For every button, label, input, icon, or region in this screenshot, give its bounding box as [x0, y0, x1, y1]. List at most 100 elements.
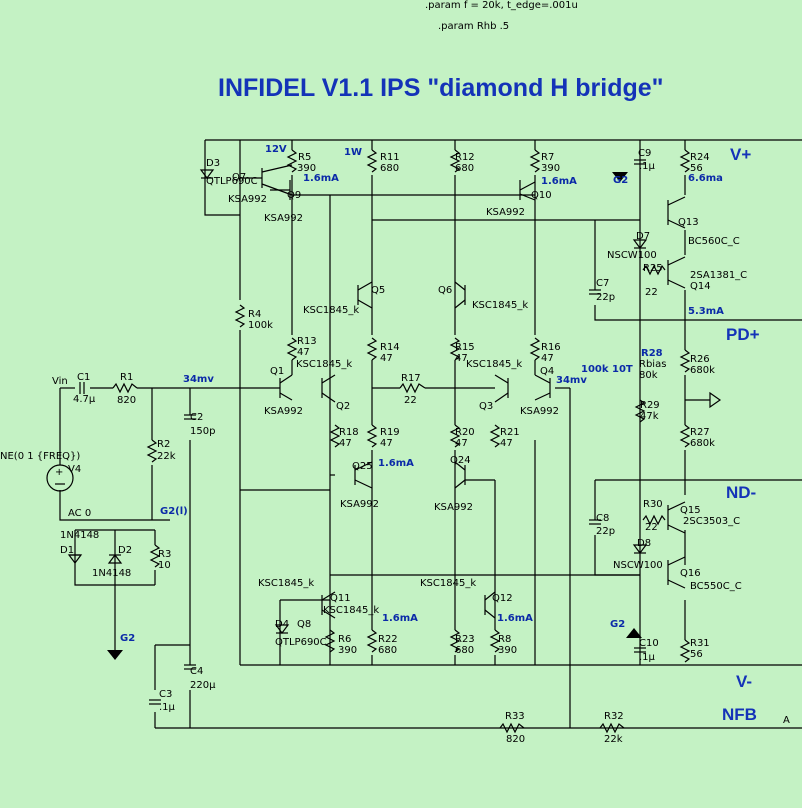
- r8-ref: R8: [498, 634, 511, 645]
- c10-value: .1µ: [639, 652, 656, 663]
- q5-ref: Q5: [371, 285, 385, 296]
- c1-value: 4.7µ: [73, 394, 96, 405]
- r20-value: 47: [455, 438, 468, 449]
- r30-value: 22: [645, 522, 658, 533]
- r11-ref: R11: [380, 152, 400, 163]
- c4-ref: C4: [190, 666, 203, 677]
- r15-value: 47: [455, 353, 468, 364]
- r27-value: 680k: [690, 438, 715, 449]
- q15-type: 2SC3503_C: [683, 516, 740, 527]
- r6-value: 390: [338, 645, 357, 656]
- r33-value: 820: [506, 734, 525, 745]
- r24-ref: R24: [690, 152, 710, 163]
- label-vin: Vin: [52, 376, 68, 387]
- q8-type: QTLP690C: [275, 637, 327, 648]
- c2-value: 150p: [190, 426, 215, 437]
- r18-value: 47: [339, 438, 352, 449]
- wires: [59, 139, 802, 729]
- r2-ref: R2: [157, 439, 170, 450]
- transistor-symbols: [240, 164, 686, 619]
- r8-value: 390: [498, 645, 517, 656]
- rail-vminus: V-: [736, 672, 752, 691]
- rail-pdplus: PD+: [726, 325, 760, 344]
- annotation-1-6ma-a: 1.6mA: [303, 173, 339, 184]
- q8-ref: Q8: [297, 619, 311, 630]
- r13-ref: R13: [297, 336, 317, 347]
- r7-value: 390: [541, 163, 560, 174]
- annotation-g2-b: G2: [613, 175, 628, 186]
- annotation-1-6ma-d: 1.6mA: [382, 613, 418, 624]
- r30-ref: R30: [643, 499, 663, 510]
- label-v4: V4: [68, 464, 81, 475]
- d2-type: 1N4148: [92, 568, 131, 579]
- q13-ref: Q13: [678, 217, 699, 228]
- q25-type: KSA992: [340, 499, 379, 510]
- r11-value: 680: [380, 163, 399, 174]
- ground-symbols: [107, 172, 642, 660]
- q9-ref: Q9: [287, 190, 301, 201]
- r32-ref: R32: [604, 711, 624, 722]
- r22-value: 680: [378, 645, 397, 656]
- r19-value: 47: [380, 438, 393, 449]
- r18-ref: R18: [339, 427, 359, 438]
- annotation-1-6ma-c: 1.6mA: [378, 458, 414, 469]
- q4-type: KSA992: [520, 406, 559, 417]
- q1-ref: Q1: [270, 366, 284, 377]
- d1-type: 1N4148: [60, 530, 99, 541]
- r28-value: 80k: [639, 370, 658, 381]
- r32-value: 22k: [604, 734, 623, 745]
- q11-type-b: KSC1845_k: [323, 605, 379, 616]
- r1-value: 820: [117, 395, 136, 406]
- annotation-g2l: G2(l): [160, 506, 188, 517]
- annotation-12v: 12V: [265, 144, 287, 155]
- r5-ref: R5: [298, 152, 311, 163]
- r23-ref: R23: [455, 634, 475, 645]
- q16-ref: Q16: [680, 568, 701, 579]
- annotation-34mv-b: 34mv: [556, 375, 587, 386]
- q6-type: KSC1845_k: [472, 300, 528, 311]
- q24-type: KSA992: [434, 502, 473, 513]
- q11-type-a: KSC1845_k: [258, 578, 314, 589]
- r4-ref: R4: [248, 309, 261, 320]
- c9-ref: C9: [638, 148, 651, 159]
- q6-ref: Q6: [438, 285, 452, 296]
- param-line-1: .param f = 20k, t_edge=.001u: [425, 0, 578, 11]
- rail-nfb: NFB: [722, 705, 757, 724]
- q7-ref: Q7: [232, 172, 246, 183]
- c3-ref: C3: [159, 689, 172, 700]
- annotation-1-6ma-b: 1.6mA: [541, 176, 577, 187]
- annotation-100k-10t: 100k 10T: [581, 364, 633, 375]
- r33-ref: R33: [505, 711, 525, 722]
- r4-value: 100k: [248, 320, 273, 331]
- q13-type: BC560C_C: [688, 236, 740, 247]
- sine-source: +: [46, 464, 74, 492]
- r25-ref: R25: [643, 263, 663, 274]
- r22-ref: R22: [378, 634, 398, 645]
- q16-type: BC550C_C: [690, 581, 742, 592]
- q5-type: KSC1845_k: [303, 305, 359, 316]
- r28-ref: R28: [641, 348, 663, 359]
- r21-value: 47: [500, 438, 513, 449]
- c4-value: 220µ: [190, 680, 216, 691]
- annotation-5-3ma: 5.3mA: [688, 306, 724, 317]
- c1-ref: C1: [77, 372, 90, 383]
- c10-ref: C10: [639, 638, 659, 649]
- param-line-2: .param Rhb .5: [438, 21, 509, 32]
- q10-type: KSA992: [486, 207, 525, 218]
- output-port-icon: [709, 391, 722, 409]
- r14-ref: R14: [380, 342, 400, 353]
- q15-ref: Q15: [680, 505, 701, 516]
- component-labels: C1 4.7µ R1 820 R2 22k C2 150p R3 10 1N41…: [60, 148, 747, 745]
- r3-ref: R3: [158, 549, 171, 560]
- capacitor-symbols: [79, 159, 646, 705]
- resistor-symbols: [112, 149, 691, 734]
- d8-type: NSCW100: [613, 560, 663, 571]
- c8-ref: C8: [596, 513, 609, 524]
- q14-ref: Q14: [690, 281, 711, 292]
- r17-ref: R17: [401, 373, 421, 384]
- q3-ref: Q3: [479, 401, 493, 412]
- r14-value: 47: [380, 353, 393, 364]
- d7-type: NSCW100: [607, 250, 657, 261]
- label-ac0: AC 0: [68, 508, 91, 519]
- q10-ref: Q10: [531, 190, 552, 201]
